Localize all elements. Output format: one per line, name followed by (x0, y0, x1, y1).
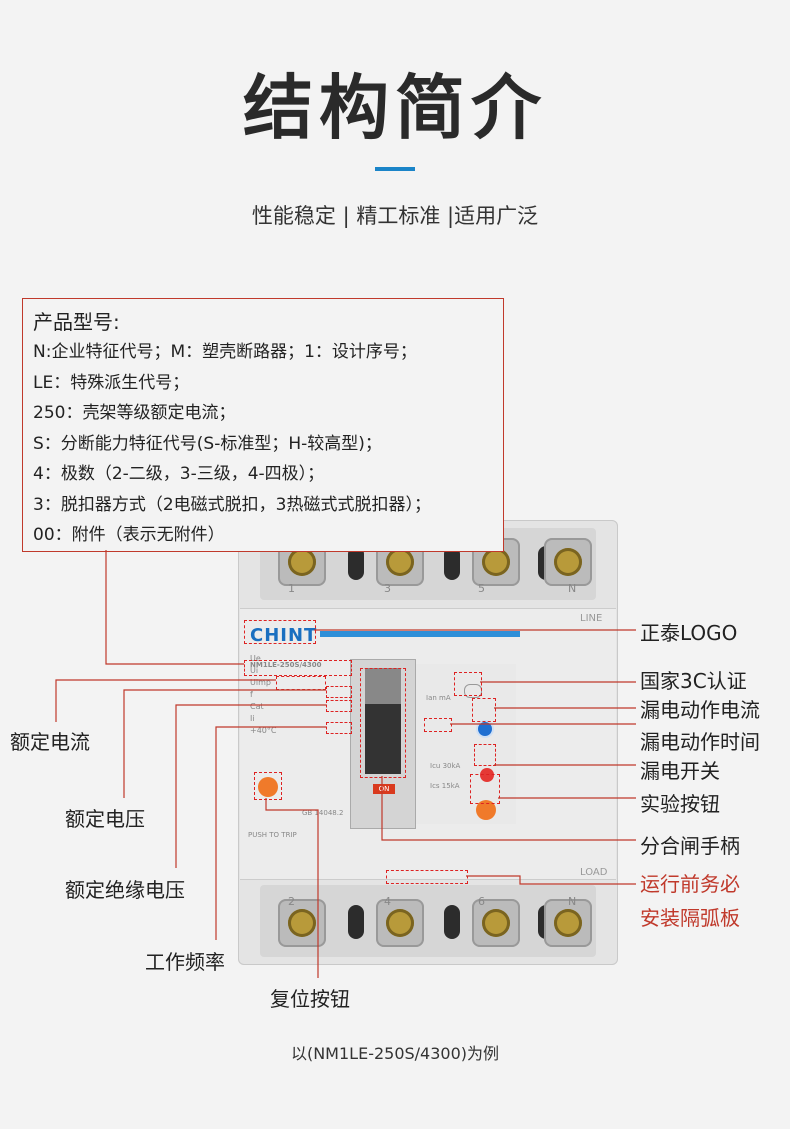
model-line: LE：特殊派生代号； (33, 372, 190, 393)
logo-stripe (320, 631, 520, 637)
rated-voltage-highlight (326, 686, 352, 698)
label-leak-current: 漏电动作电流 (640, 698, 760, 722)
model-code: NM1LE-250S/4300 (250, 661, 322, 669)
leak-switch[interactable] (480, 768, 494, 782)
insulation-highlight (326, 700, 352, 712)
model-line: 250：壳架等级额定电流； (33, 403, 236, 423)
terminal-label: 6 (478, 895, 485, 908)
label-rated-insulation: 额定绝缘电压 (65, 878, 185, 902)
terminal-hole (444, 546, 460, 580)
page-title: 结构简介 (243, 67, 547, 149)
handle-highlight (360, 668, 406, 778)
label-rated-current: 额定电流 (10, 730, 90, 754)
model-code-highlight (244, 660, 352, 676)
terminal-label: 4 (384, 895, 391, 908)
terminal-label: N (568, 895, 577, 908)
model-heading: 产品型号: (33, 310, 120, 334)
terminal-6 (472, 899, 520, 947)
page-subtitle: 性能稳定 | 精工标准 |适用广泛 (251, 204, 539, 228)
label-ccc: 国家3C认证 (640, 669, 747, 693)
terminal-label: 5 (478, 582, 485, 595)
bottom-terminal-row (260, 885, 596, 957)
caption: 以(NM1LE-250S/4300)为例 (290, 1044, 500, 1063)
label-logo: 正泰LOGO (640, 621, 738, 645)
leak-time-highlight (424, 718, 452, 732)
terminal-label: 2 (288, 895, 295, 908)
terminal-label: 1 (288, 582, 295, 595)
reset-button[interactable] (258, 777, 278, 797)
label-arc-plate-2: 安装隔弧板 (640, 906, 740, 930)
terminal-n (544, 538, 592, 586)
title-underline (375, 167, 415, 171)
line-mark: LINE (580, 613, 603, 624)
standard-mark: GB 14048.2 (302, 809, 344, 817)
test-button[interactable] (476, 800, 496, 820)
dial-highlight (472, 698, 496, 722)
breaker-handle[interactable] (365, 704, 401, 774)
terminal-label: 3 (384, 582, 391, 595)
terminal-4 (376, 899, 424, 947)
chint-logo: CHINT (250, 625, 318, 646)
label-handle: 分合闸手柄 (640, 834, 740, 858)
label-leak-switch: 漏电开关 (640, 759, 720, 783)
label-rated-voltage: 额定电压 (65, 807, 145, 831)
terminal-hole (348, 905, 364, 939)
model-line: 3：脱扣器方式（2电磁式脱扣，3热磁式式脱扣器）； (33, 494, 431, 515)
label-frequency: 工作频率 (145, 950, 225, 974)
terminal-hole (444, 905, 460, 939)
leakage-panel: Ian mA Icu 30kA Ics 15kA (416, 664, 516, 824)
load-mark: LOAD (580, 867, 608, 878)
terminal-hole (348, 546, 364, 580)
leak-current-dial[interactable] (478, 722, 492, 736)
model-line: S：分断能力特征代号(S-标准型；H-较高型)； (33, 433, 382, 454)
arc-plate-highlight (386, 870, 468, 884)
model-line: N:企业特征代号；M：塑壳断路器；1：设计序号； (33, 342, 417, 362)
test-button-highlight (470, 774, 500, 804)
label-leak-time: 漏电动作时间 (640, 730, 760, 754)
model-line: 00：附件（表示无附件） (33, 525, 225, 545)
label-test-button: 实验按钮 (640, 792, 720, 816)
label-reset-button: 复位按钮 (270, 987, 350, 1011)
product-model-box: 产品型号: N:企业特征代号；M：塑壳断路器；1：设计序号； LE：特殊派生代号… (22, 298, 504, 552)
on-indicator: ON (373, 784, 395, 794)
push-to-trip-text: PUSH TO TRIP (248, 831, 297, 839)
terminal-n-bottom (544, 899, 592, 947)
model-line: 4：极数（2-二级，3-三级，4-四极）； (33, 464, 325, 484)
handle-top (365, 668, 401, 704)
label-arc-plate-1: 运行前务必 (640, 872, 740, 896)
reset-highlight (254, 772, 282, 800)
terminal-label: N (568, 582, 577, 595)
frequency-highlight (326, 722, 352, 734)
logo-highlight (244, 620, 316, 644)
ccc-highlight (454, 672, 482, 696)
leak-switch-highlight (474, 744, 496, 766)
